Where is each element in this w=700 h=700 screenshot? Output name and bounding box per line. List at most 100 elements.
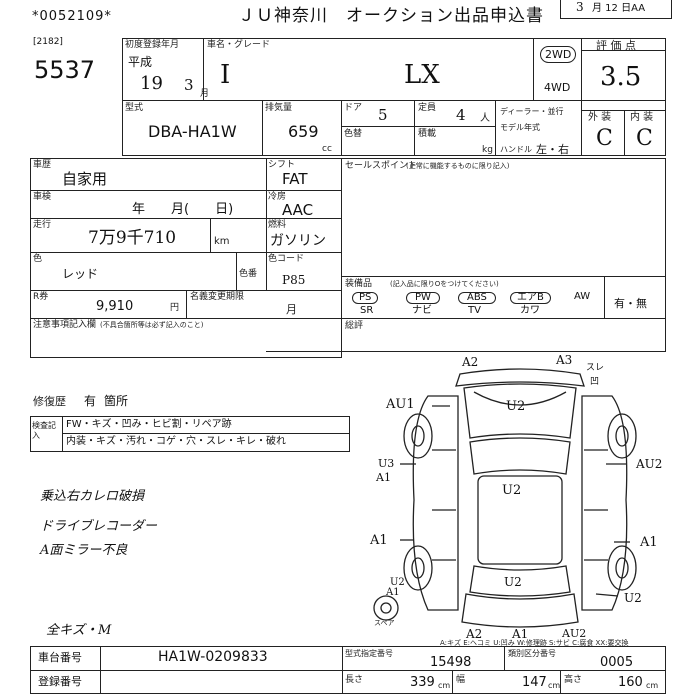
type-no: 15498 [430,655,472,670]
kg-label: kg [482,145,493,155]
equip-label: 装備品 [345,279,373,289]
exterior-grade: C [596,126,613,151]
width: 147 [522,675,547,690]
tax: 9,910 [96,299,134,314]
option-airbag: エアB [510,292,551,304]
mark-a3-top: A3 [556,353,573,367]
tax-label: R券 [33,292,49,302]
shaken: 年 月( 日) [132,202,234,217]
mark-u3-left: U3 [378,457,395,470]
mark-a1-spare: A1 [386,587,400,598]
capacity: 4 [456,106,466,124]
displacement: 659 [288,122,319,141]
drive-2wd: 2WD [540,46,577,63]
doors: 5 [378,106,388,124]
shift: FAT [282,170,308,188]
note-line4: 全キズ・M [46,623,112,638]
height-unit: cm [646,681,659,690]
option-ps: PS [352,292,379,304]
color: レッド [62,267,99,281]
loading-label: 積載 [418,129,437,139]
equip-yes-no: 有・無 [614,297,647,310]
category: 0005 [600,655,634,670]
mark-a1-bottom: A1 [512,627,529,641]
diagram-legend: A:キズ E:ヘコミ U:凹み W:修理跡 S:サビ C:腐食 XX:要交換 [440,639,629,647]
mark-a1-rear-right: A1 [640,535,658,550]
remarks-label: 注意事項記入欄 [33,320,97,330]
fuel: ガソリン [270,233,326,249]
chassis-label: 車台番号 [38,651,82,664]
reg-month-unit: 月 [200,89,210,99]
mark-u2-roof: U2 [502,483,522,498]
shaken-label: 車検 [33,192,52,202]
mark-u2-spare-a: U2 [390,577,405,588]
shift-label: シフト [268,160,296,170]
tax-unit: 円 [170,303,180,313]
car-name-label: 車名・グレード [207,40,271,50]
mark-u2-rear-right: U2 [624,591,642,605]
model-year-label: モデル年式 [500,123,540,132]
first-reg-label: 初度登録年月 [125,40,180,50]
reg-year: 19 [140,73,163,94]
equip-note: (記入品に限りOをつけてください) [390,280,499,288]
sales-label: セールスポイント [345,161,418,171]
mark-au2-bottom: AU2 [562,627,587,640]
serial-number: *0052109* [32,9,112,24]
remarks-note: (不具合箇所等は必ず記入のこと) [100,321,204,329]
mark-a1-left: A1 [376,471,391,484]
mark-a2-top: A2 [462,355,479,369]
inspection-row2: 内装・キズ・汚れ・コゲ・穴・スレ・キレ・破れ [66,436,286,447]
usage-remarks-label: 総評 [345,321,364,331]
mark-hekomi: 凹 [590,377,600,387]
date-month: 3 [576,0,584,14]
mileage-label: 走行 [33,220,52,230]
category-label: 類別区分番号 [508,649,556,658]
dealer-label: ディーラー・並行 [500,107,564,116]
doors-label: ドア [344,103,363,113]
car-name: I [220,60,231,90]
score-label: 評 価 点 [596,39,636,52]
spec-block [266,158,666,352]
option-tv: TV [468,305,481,316]
mark-u2-back: U2 [504,575,522,589]
color-code-label: 色コード [268,254,305,264]
option-leather: カワ [520,305,540,316]
capacity-label: 定員 [418,103,437,113]
lot-number: 5537 [34,56,96,84]
chassis-number: HA1W-0209833 [158,649,268,665]
note-line3: A面ミラー不良 [40,543,128,558]
ac-label: 冷房 [268,192,287,202]
history: 自家用 [62,170,108,188]
date-rest: 月 12 日AA [592,3,646,14]
mark-a1-rear-left: A1 [370,533,388,548]
recycle-label: 名義変更期限 [190,292,245,302]
fuel-label: 燃料 [268,220,287,230]
mileage: 7万9千710 [88,228,177,248]
color-number-label: 色番 [239,269,258,279]
recycle-month: 月 [286,303,297,316]
interior-grade: C [636,126,653,151]
ac: AAC [282,201,314,219]
sales-note: (正常に機能するものに限り記入) [406,162,510,170]
interior-label: 内 装 [630,112,654,123]
capacity-unit: 人 [480,113,490,124]
option-navi: ナビ [412,305,432,316]
inspection-block [30,416,350,452]
type-no-label: 型式指定番号 [345,649,393,658]
inspection-label: 検査記入 [32,421,56,441]
length: 339 [410,675,435,690]
mileage-unit: km [214,236,230,247]
vehicle-block [122,38,666,156]
exterior-label: 外 装 [588,112,612,123]
width-unit: cm [548,681,561,690]
option-abs: ABS [458,292,496,304]
repair-value: 有 [84,394,97,408]
car-grade: LX [404,60,440,90]
displacement-label: 排気量 [265,103,293,113]
color-change-label: 色替 [344,129,363,139]
mark-u2-hood: U2 [506,399,526,414]
height: 160 [618,675,643,690]
option-sr: SR [360,305,374,316]
option-aw: AW [574,291,591,302]
inspection-row1: FW・キズ・凹み・ヒビ割・リペア跡 [66,419,232,430]
